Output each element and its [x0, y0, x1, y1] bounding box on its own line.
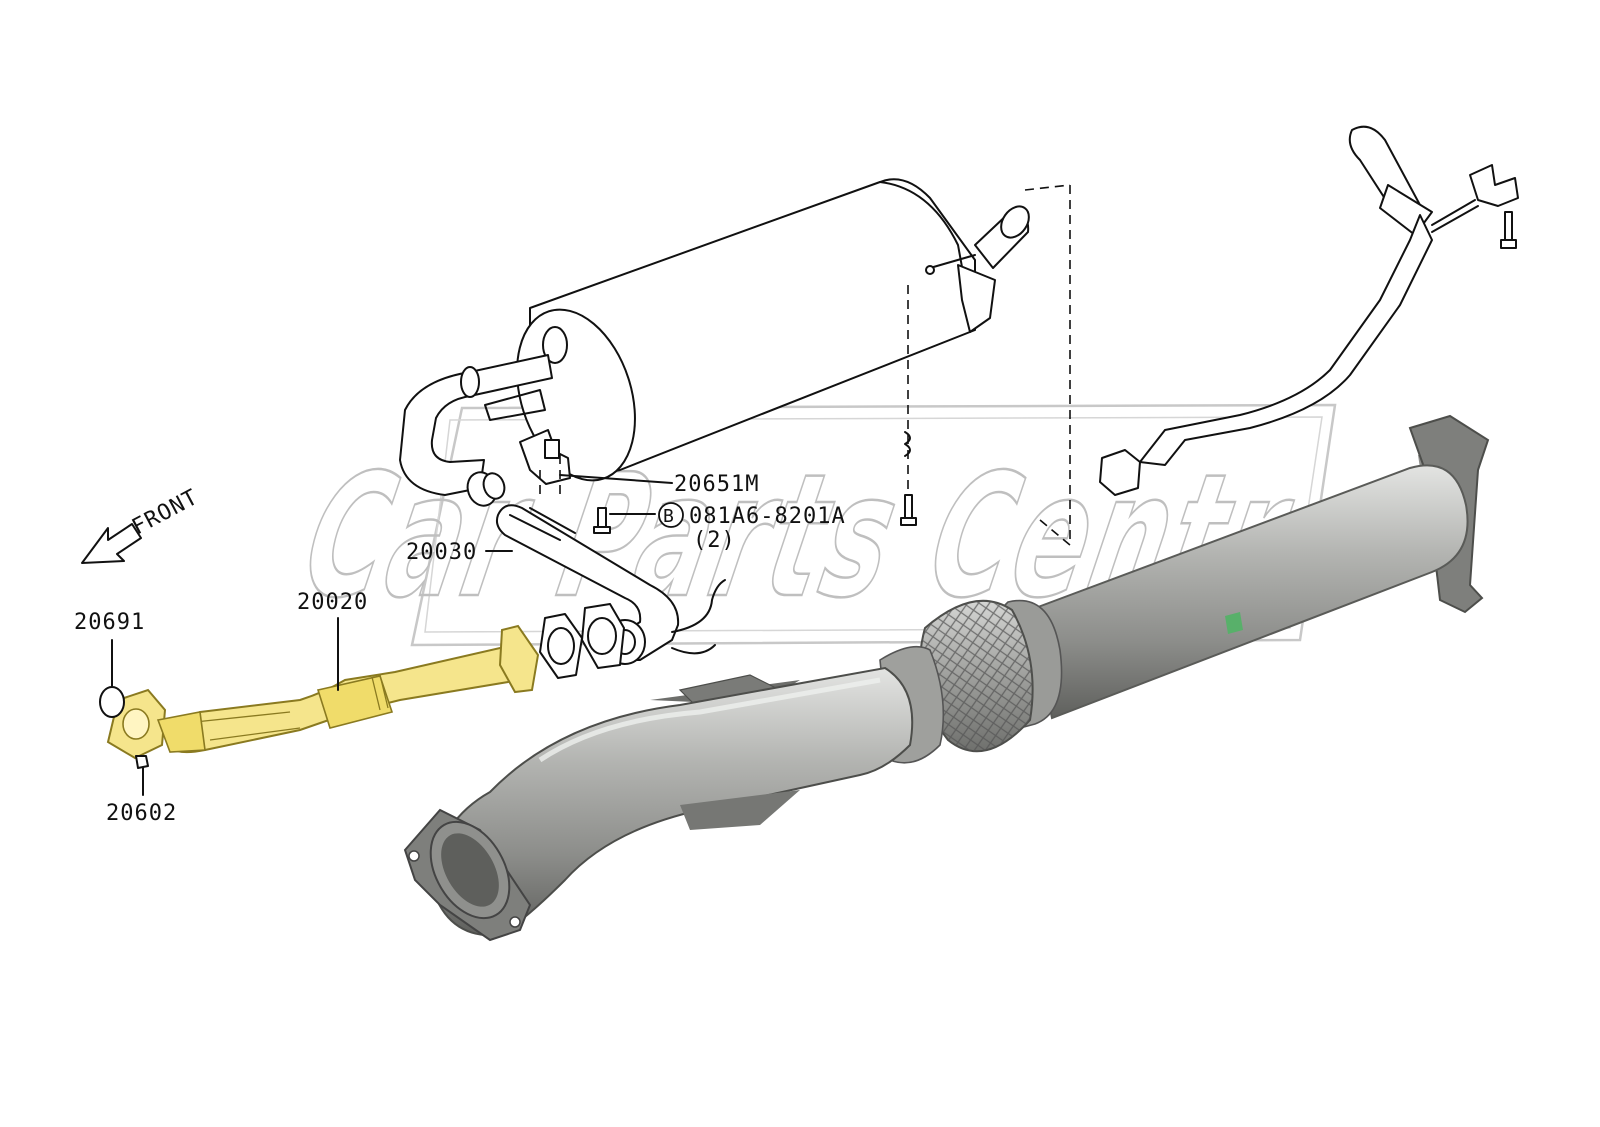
label-20020: 20020	[297, 590, 368, 615]
label-20602: 20602	[106, 801, 177, 826]
label-bolt-prefix: B	[663, 506, 674, 527]
label-20030: 20030	[406, 540, 477, 565]
bolt-circle-icon	[658, 502, 684, 528]
callout-labels: 20651M B 081A6-8201A (2) 20030 20020 206…	[74, 472, 846, 826]
bolts	[593, 184, 1071, 546]
front-arrow-icon	[81, 523, 142, 564]
flange-hardware	[99, 639, 149, 796]
label-20691: 20691	[74, 610, 145, 635]
front-label: FRONT	[128, 485, 203, 541]
label-bolt-part: 081A6-8201A	[689, 504, 846, 529]
muffler-inlet-pipe	[399, 354, 553, 507]
label-bolt-qty: (2)	[693, 528, 736, 553]
front-direction-indicator: FRONT	[81, 485, 203, 564]
gaskets	[539, 603, 625, 679]
front-pipe-photo	[403, 414, 1490, 942]
tail-pipe	[1099, 125, 1519, 496]
muffler-bracket-part	[519, 429, 673, 500]
label-20651m: 20651M	[674, 472, 759, 497]
